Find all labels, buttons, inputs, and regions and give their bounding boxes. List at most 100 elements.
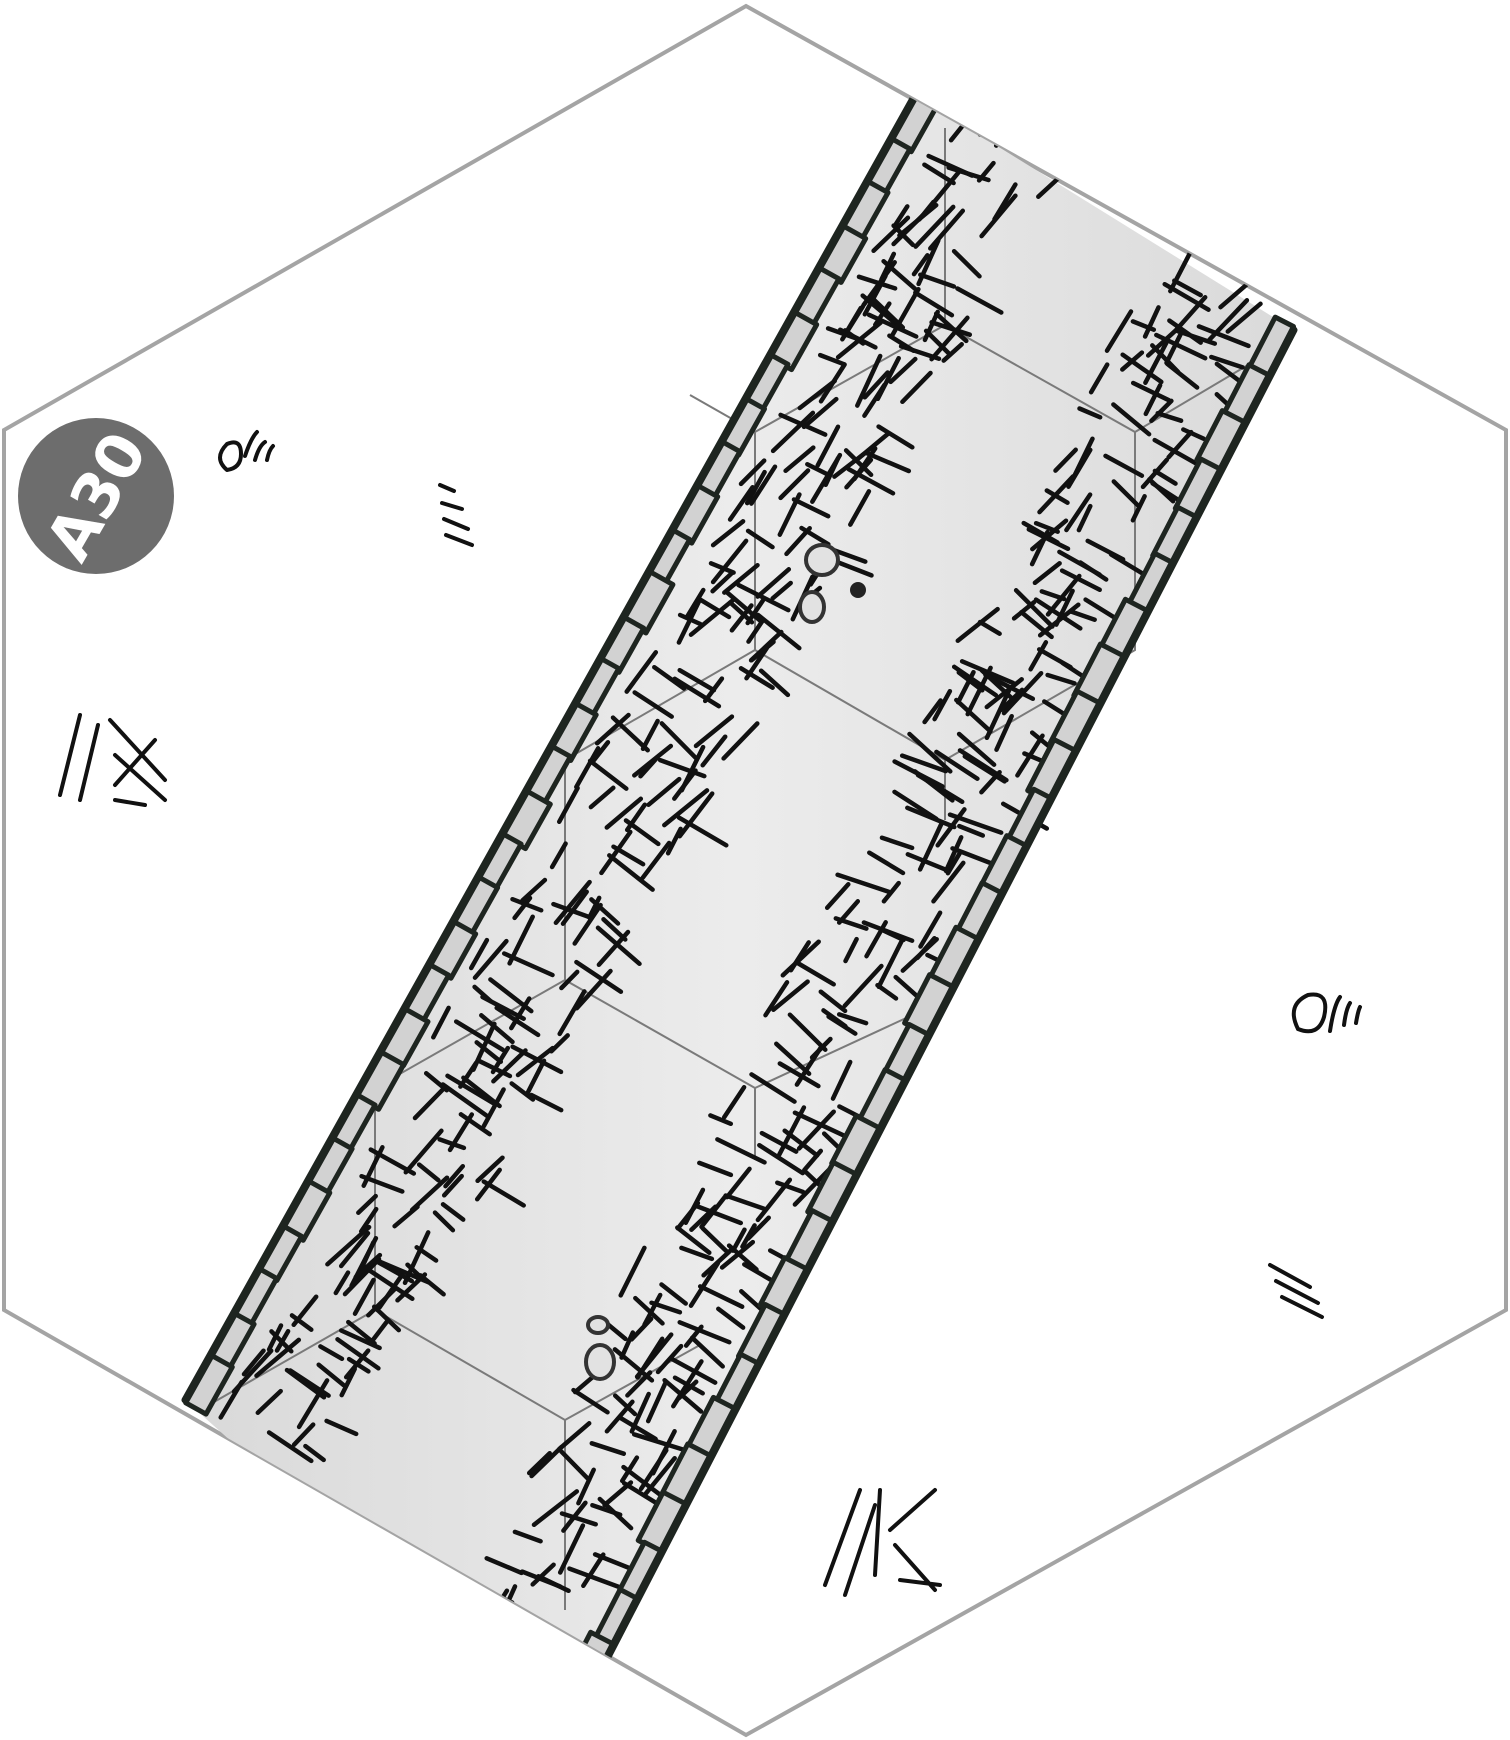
grass-stroke [749, 639, 776, 663]
grass-stroke [474, 1040, 504, 1064]
grass-stroke [824, 882, 851, 911]
grass-stroke [623, 818, 661, 847]
grass-stroke [922, 309, 940, 343]
grass-stroke [984, 687, 1012, 741]
grass-stroke [871, 215, 911, 254]
grass-stroke [366, 1286, 398, 1318]
grass-stroke [662, 788, 710, 828]
grass-stroke [770, 410, 816, 454]
grass-stroke [512, 1529, 543, 1544]
grass-stroke [662, 1377, 704, 1414]
grass-stroke [672, 676, 722, 709]
grass-stroke [491, 1048, 528, 1084]
grass-stroke [746, 617, 766, 644]
grass-stroke [528, 1656, 560, 1687]
grass-stroke [867, 850, 906, 876]
grass-stroke [440, 1082, 490, 1119]
grass-stroke [759, 1130, 799, 1154]
grass-stroke [303, 1443, 326, 1463]
grass-stroke [836, 1012, 869, 1026]
grass-stroke [416, 1162, 441, 1183]
grass-stroke [479, 1013, 515, 1045]
grass-stroke [791, 497, 831, 519]
grass-stroke [432, 1210, 456, 1233]
grass-stroke [655, 1343, 684, 1375]
grass-stroke [848, 489, 872, 527]
grass-stroke [801, 396, 839, 430]
grass-stroke [889, 286, 921, 339]
grass-stroke [625, 1370, 653, 1398]
grass-stroke [955, 286, 1004, 315]
grass-stroke [688, 1261, 721, 1308]
grass-stroke [951, 664, 999, 698]
grass-stroke [876, 937, 905, 990]
grass-stroke [1071, 436, 1095, 480]
grass-stroke [922, 698, 943, 725]
grass-stroke [472, 984, 494, 1004]
grass-stroke [611, 844, 646, 867]
grass-stroke [1164, 330, 1184, 366]
grass-stroke [453, 1019, 506, 1053]
grass-stroke [696, 596, 732, 620]
grass-stroke [353, 1252, 383, 1280]
grass-stroke [559, 1511, 598, 1527]
grass-stroke [1104, 309, 1134, 353]
grass-stroke [823, 456, 841, 488]
grass-stroke [683, 1324, 704, 1348]
grass-stroke [599, 829, 633, 876]
grass-stroke [835, 320, 883, 360]
grass-stroke [677, 1320, 732, 1345]
grass-stroke [1168, 247, 1195, 294]
grass-stroke [526, 1450, 552, 1476]
grass-stroke [447, 1112, 475, 1153]
grass-stroke [775, 1180, 806, 1195]
grass-stroke [1026, 527, 1071, 552]
grass-stroke [689, 1204, 718, 1232]
grass-stroke [589, 1441, 627, 1456]
grass-stroke [1181, 427, 1206, 441]
grass-stroke [749, 464, 778, 506]
grass-stroke [688, 597, 736, 637]
grass-stroke [368, 1319, 390, 1346]
grass-stroke [359, 1173, 405, 1194]
grass-stroke [338, 1230, 371, 1269]
grass-stroke [589, 897, 621, 926]
grass-stroke [1147, 477, 1176, 504]
grass-stroke [826, 1014, 858, 1036]
grass-stroke [830, 1059, 853, 1101]
grass-stroke [818, 362, 847, 404]
grass-stroke [745, 1215, 771, 1241]
grass-tuft-icon [823, 1488, 942, 1597]
grass-stroke [274, 1328, 291, 1353]
grass-stroke [900, 370, 933, 405]
grass-stroke [619, 1330, 636, 1360]
grass-stroke [913, 204, 956, 249]
grass-stroke [888, 356, 918, 385]
grass-stroke [333, 1270, 351, 1296]
grass-stroke [842, 963, 884, 1009]
grass-stroke [677, 791, 715, 839]
grass-stroke [574, 746, 601, 790]
grass-stroke [771, 979, 810, 1012]
grass-stroke [1142, 305, 1161, 339]
grass-stroke [697, 1284, 745, 1309]
grass-stroke [649, 1300, 683, 1315]
grass-stroke [923, 328, 951, 356]
grass-stroke [650, 1429, 677, 1476]
grass-stroke [652, 664, 687, 691]
grass-stroke [346, 1356, 371, 1374]
grass-stroke [659, 1282, 688, 1306]
grass-stroke [1064, 492, 1093, 533]
grass-stroke [710, 538, 749, 585]
grass-stroke [520, 1569, 563, 1589]
grass-stroke [730, 1227, 747, 1253]
grass-stroke [561, 1500, 588, 1533]
grass-stroke [645, 1380, 668, 1424]
grass-stroke [931, 860, 966, 904]
grass-stroke [843, 936, 859, 964]
grass-stroke [934, 749, 980, 781]
grass-stroke [675, 1225, 712, 1255]
grass-stroke [1068, 609, 1097, 622]
grass-stroke [738, 458, 767, 487]
pebble-icon [584, 1315, 616, 1381]
